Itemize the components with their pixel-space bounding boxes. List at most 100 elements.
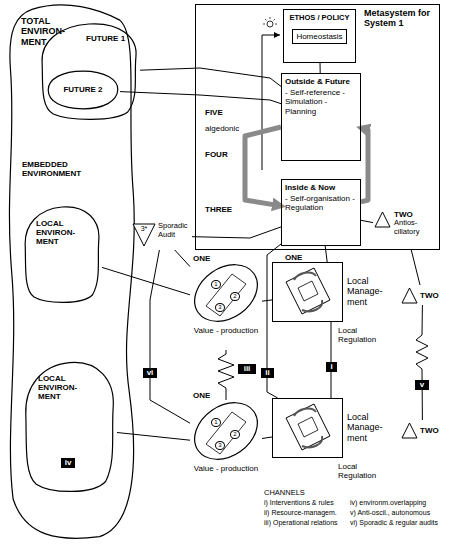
local-management: Local Manage- ment xyxy=(272,398,390,458)
node-heading: LOCAL ENVIRON- MENT xyxy=(38,374,88,402)
callout-number: 1 xyxy=(211,418,221,427)
node-body: - Self-organisation - Regulation xyxy=(285,194,357,212)
management-frame xyxy=(273,263,343,322)
system-three-box: Inside & Now - Self-organisation - Regula… xyxy=(281,179,361,246)
node-heading: Value - production xyxy=(190,326,262,335)
lightbulb-rays xyxy=(263,17,277,24)
node-heading: Local Manage- ment xyxy=(347,412,390,443)
legend-item: vi) Sporadic & regular audits xyxy=(350,519,448,527)
channel-line xyxy=(262,437,272,439)
channel-tag: iv xyxy=(61,458,75,468)
node-heading: FUTURE 2 xyxy=(63,85,102,94)
triangle-symbol xyxy=(402,288,417,303)
node-heading: TWO xyxy=(420,426,445,435)
region-outline xyxy=(48,71,118,109)
operation-inner xyxy=(206,274,246,316)
callout-number: 3 xyxy=(215,441,225,450)
channel-tag: iii xyxy=(238,364,256,374)
management-loop xyxy=(294,273,322,312)
legend-item: ii) Resource-managem. xyxy=(264,509,348,517)
local-management: Local Manage- ment xyxy=(272,262,390,322)
channel-line xyxy=(102,267,190,294)
regulation-label: Local Regulation xyxy=(338,462,394,480)
system-label: FOUR xyxy=(205,150,235,159)
system-label: FIVE xyxy=(205,108,235,117)
node-heading: TWO xyxy=(420,291,445,300)
operation-inner xyxy=(206,412,246,454)
region-outline xyxy=(25,207,99,303)
node-heading: ETHOS / POLICY xyxy=(289,14,349,23)
management-square xyxy=(286,404,330,450)
system-four-box: Outside & Future - Self-reference - Simul… xyxy=(281,73,361,161)
future-region: FUTURE 2 xyxy=(46,70,120,110)
node-body: - Self-reference - Simulation - Planning xyxy=(285,88,355,116)
channel-line xyxy=(331,322,332,398)
node-body: Antios- cillatory xyxy=(394,219,436,236)
channel-tag: i xyxy=(326,362,337,372)
callout-number: 2 xyxy=(230,292,240,301)
node-heading: Outside & Future xyxy=(285,77,357,86)
algedonic-arrowhead xyxy=(274,32,280,38)
operation-circle xyxy=(184,253,268,333)
channel-line xyxy=(416,305,428,420)
node-heading: TOTAL ENVIRON- MENT xyxy=(21,16,73,47)
node-heading: LOCAL ENVIRON- MENT xyxy=(36,219,86,247)
node-body: Sporadic Audit xyxy=(158,222,192,239)
channel-line xyxy=(117,433,190,441)
region-outline xyxy=(9,5,134,538)
region-outline xyxy=(42,24,136,120)
operation-circle xyxy=(184,391,268,471)
channel-tag: v xyxy=(415,380,429,390)
callout-number: 2 xyxy=(230,430,240,439)
algedonic-label: algedonic xyxy=(205,124,247,133)
feedback-loop-arrow xyxy=(245,127,281,206)
node-heading: 3* xyxy=(132,222,156,233)
lightbulb-icon xyxy=(267,21,273,27)
anti-oscillatory-node: TWOAntios- cillatory xyxy=(373,209,439,249)
channel-line xyxy=(140,68,281,86)
channel-line xyxy=(120,92,281,104)
management-square xyxy=(286,268,330,314)
legend-item: iii) Operational relations xyxy=(264,519,348,527)
channel-line xyxy=(325,246,327,262)
legend-item: iv) environm.overlapping xyxy=(350,499,448,507)
channel-line xyxy=(192,227,281,238)
audit-node: 3*Sporadic Audit xyxy=(132,222,192,250)
operation-unit: Value - production xyxy=(190,400,262,488)
system-label: ONE xyxy=(193,254,215,263)
region-outline xyxy=(26,362,114,491)
system-five-box: ETHOS / POLICYHomeostasis xyxy=(283,9,356,63)
channel-line xyxy=(175,250,190,267)
local-environment: LOCAL ENVIRON- MENT xyxy=(22,205,102,305)
node-heading: Value - production xyxy=(190,464,262,473)
system-label: ONE xyxy=(285,253,307,262)
channel-line xyxy=(218,350,234,400)
node-heading: Metasystem for System 1 xyxy=(364,8,436,29)
channel-line xyxy=(411,249,420,285)
regulation-label: Local Regulation xyxy=(338,326,394,344)
channel-tag: vi xyxy=(143,368,157,378)
node-heading: Inside & Now xyxy=(285,183,357,192)
management-inner xyxy=(298,417,318,437)
callout-number: 1 xyxy=(211,280,221,289)
node-heading: Local Manage- ment xyxy=(347,276,390,307)
blob-outline xyxy=(22,360,117,495)
channel-line xyxy=(320,63,321,73)
region-label: EMBEDDED ENVIRONMENT xyxy=(22,160,102,178)
management-frame xyxy=(273,399,343,458)
op-outline xyxy=(190,400,262,488)
system-label: THREE xyxy=(205,205,240,214)
management-inner xyxy=(298,281,318,301)
node-heading: TWO xyxy=(394,210,439,219)
callout-number: 3 xyxy=(215,303,225,312)
triangle-symbol xyxy=(402,423,417,438)
op-outline xyxy=(190,262,262,350)
operation-unit: Value - production xyxy=(190,262,262,350)
future-region: FUTURE 1FUTURE 2 xyxy=(38,22,140,122)
channel-tag: ii xyxy=(261,368,274,378)
triangle-symbol xyxy=(375,212,390,227)
system-label: ONE xyxy=(193,391,215,400)
legend-item: v) Anti-oscil., autonomous xyxy=(350,509,448,517)
local-environment: LOCAL ENVIRON- MENT xyxy=(22,360,117,495)
